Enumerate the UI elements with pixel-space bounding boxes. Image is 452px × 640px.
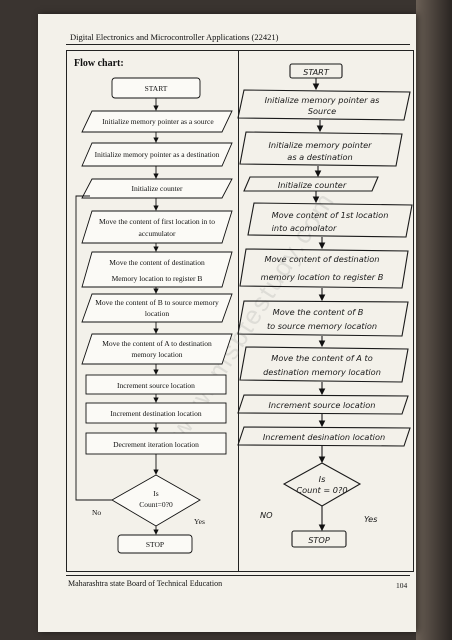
printed-step6b: location [145, 309, 169, 318]
column-divider [238, 50, 239, 572]
printed-stop-box [117, 534, 193, 554]
hand-decision-b: Count = 0?0 [296, 485, 347, 495]
hand-step6-shape [237, 300, 409, 337]
printed-step3-shape [81, 178, 233, 199]
hand-step1b: Source [308, 106, 336, 116]
footer-board: Maharashtra state Board of Technical Edu… [68, 579, 223, 588]
printed-step8: Increment source location [117, 381, 195, 390]
printed-step4a: Move the content of first location in to [99, 217, 215, 226]
printed-step7a: Move the content of A to destination [102, 339, 212, 348]
hand-step2a: Initialize memory pointer [269, 140, 373, 150]
printed-decision-b: Count=0?0 [139, 500, 173, 509]
hand-step5-shape [239, 248, 409, 289]
hand-stop-box [291, 530, 347, 548]
printed-no-label: No [92, 508, 101, 517]
header-rule [66, 44, 410, 45]
printed-flowchart [75, 77, 233, 554]
hand-step3: Initialize counter [278, 180, 347, 190]
hand-step3-shape [243, 176, 379, 192]
hand-decision-a: Is [319, 474, 326, 484]
printed-step5-shape [81, 251, 233, 288]
hand-step4a: Move content of 1st location [272, 210, 389, 220]
printed-step2-shape [81, 142, 233, 167]
printed-step6-shape [81, 293, 233, 323]
hand-step9: Increment desination location [263, 432, 385, 442]
hand-step6b: to source memory location [267, 321, 377, 331]
hand-step8: Increment source location [269, 400, 376, 410]
hand-step4-shape [247, 202, 413, 238]
footer-rule [66, 575, 410, 576]
printed-step7-shape [81, 333, 233, 365]
printed-decision-a: Is [153, 489, 158, 498]
printed-step6a: Move the content of B to source memory [95, 298, 219, 307]
hand-step1-shape [237, 89, 411, 121]
flowchart-frame [66, 50, 414, 572]
handwritten-labels: START Initialize memory pointer as Sourc… [260, 67, 388, 545]
hand-stop: STOP [308, 535, 330, 545]
hand-step2b: as a destination [287, 152, 352, 162]
page-header: Digital Electronics and Microcontroller … [70, 32, 279, 42]
printed-step1: Initialize memory pointer as a source [102, 117, 214, 126]
book-spine [416, 0, 452, 640]
section-title: Flow chart: [74, 58, 124, 69]
hand-step4b: into acomolator [272, 223, 337, 233]
hand-step9-shape [237, 426, 411, 447]
hand-no-label: NO [260, 510, 273, 520]
printed-step10: Decrement iteration location [113, 440, 199, 449]
printed-step1-shape [81, 110, 233, 133]
hand-step1a: Initialize memory pointer as [265, 95, 381, 105]
hand-step7b: destination memory location [263, 367, 381, 377]
printed-step5a: Move the content of destination [109, 258, 205, 267]
handwritten-flowchart [237, 63, 413, 548]
printed-step4b: accumulator [138, 229, 176, 238]
printed-stop: STOP [146, 540, 164, 549]
printed-start: START [145, 84, 168, 93]
hand-step5b: memory location to register B [261, 272, 384, 282]
hand-step7a: Move the content of A to [271, 353, 372, 363]
hand-step5a: Move content of destination [265, 254, 380, 264]
hand-step8-shape [237, 394, 409, 415]
page-number: 104 [396, 581, 408, 590]
printed-yes-label: Yes [194, 517, 205, 526]
hand-step2-shape [239, 131, 403, 167]
hand-step6a: Move the content of B [273, 307, 364, 317]
printed-labels: START Initialize memory pointer as a sou… [92, 84, 220, 549]
hand-yes-label: Yes [364, 514, 378, 524]
printed-step2: Initialize memory pointer as a destinati… [95, 150, 220, 159]
printed-step3: Initialize counter [131, 184, 183, 193]
printed-step5b: Memory location to register B [112, 274, 203, 283]
printed-step9: Increment destination location [110, 409, 201, 418]
printed-step4-shape [81, 210, 233, 244]
hand-step7-shape [239, 346, 409, 383]
hand-start: START [303, 67, 330, 77]
printed-step7b: memory location [131, 350, 182, 359]
